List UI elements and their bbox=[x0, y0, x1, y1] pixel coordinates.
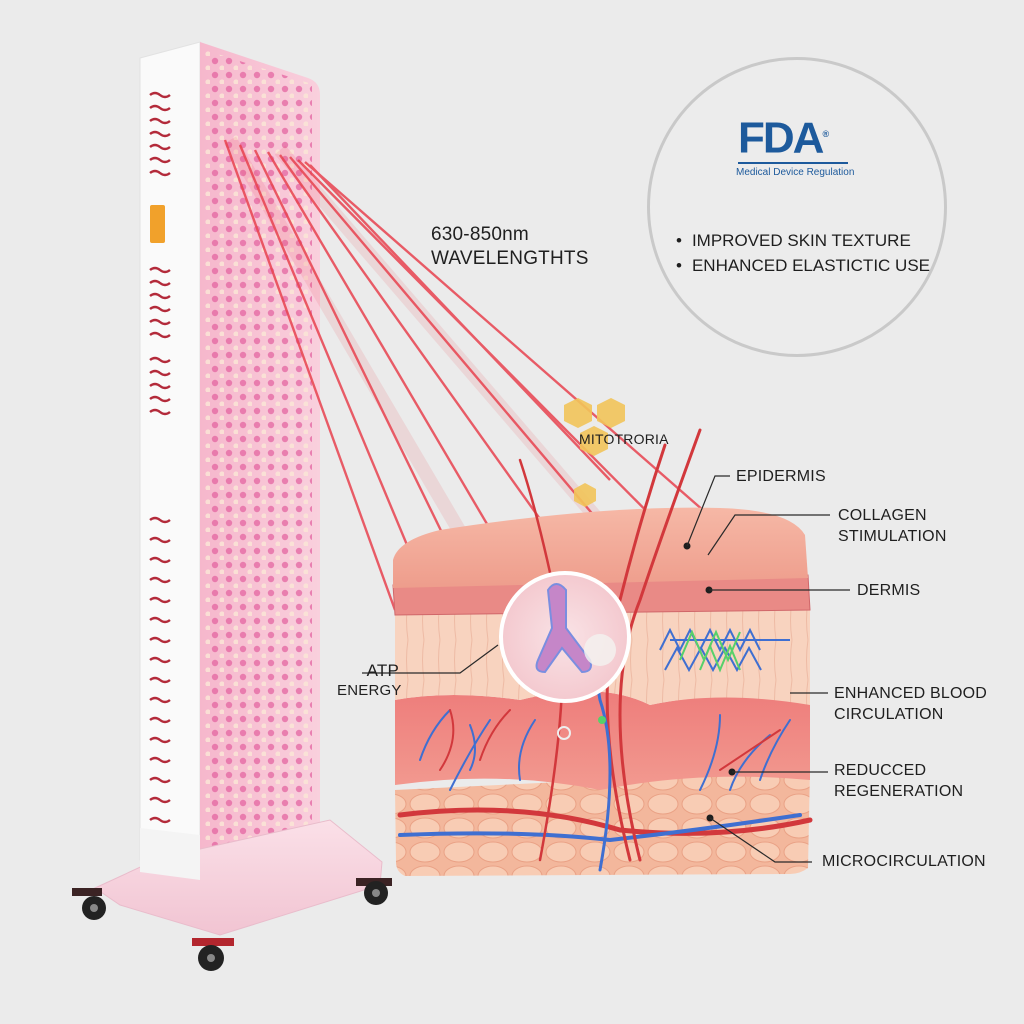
light-beams bbox=[223, 139, 761, 611]
label-text: ENHANCED BLOOD bbox=[834, 685, 988, 702]
label-text: CIRCULATION bbox=[834, 706, 944, 723]
label-dermis: DERMIS bbox=[857, 580, 920, 601]
mitochondria-label: MITOTRORIA bbox=[579, 431, 669, 447]
benefit-item: IMPROVED SKIN TEXTURE bbox=[676, 228, 930, 253]
label-text: EPIDERMIS bbox=[736, 468, 826, 485]
fda-subtitle: Medical Device Regulation bbox=[736, 167, 855, 178]
fda-benefit-list: IMPROVED SKIN TEXTURE ENHANCED ELASTICTI… bbox=[676, 228, 930, 278]
fda-badge bbox=[647, 57, 947, 357]
benefit-item: ENHANCED ELASTICTIC USE bbox=[676, 253, 930, 278]
wavelength-label: 630-850nm WAVELENGTHTS bbox=[431, 223, 589, 271]
label-text: REDUCCED bbox=[834, 762, 927, 779]
caster-wheel-icon bbox=[72, 888, 106, 920]
side-vent-icon bbox=[149, 91, 171, 824]
registered-mark-icon: ® bbox=[822, 129, 830, 139]
label-leader-lines bbox=[362, 475, 850, 863]
atp-label: ATP bbox=[353, 660, 399, 681]
label-text: REGENERATION bbox=[834, 783, 964, 800]
wavelength-caption: WAVELENGTHTS bbox=[431, 248, 589, 269]
fda-logo-text: FDA bbox=[738, 113, 824, 163]
label-regeneration: REDUCCED REGENERATION bbox=[834, 760, 963, 802]
atp-energy-label: ENERGY bbox=[337, 682, 402, 699]
label-text: COLLAGEN bbox=[838, 507, 927, 524]
caster-wheel-icon bbox=[356, 878, 392, 905]
label-microcirculation: MICROCIRCULATION bbox=[822, 851, 986, 872]
light-panel-device bbox=[72, 41, 392, 971]
control-display-icon bbox=[150, 205, 165, 243]
atp-label-title: ATP bbox=[366, 661, 399, 680]
fda-divider bbox=[738, 162, 848, 164]
label-text: STIMULATION bbox=[838, 528, 947, 545]
label-text: DERMIS bbox=[857, 582, 921, 599]
label-enhanced-blood-circulation: ENHANCED BLOOD CIRCULATION bbox=[834, 683, 987, 725]
label-epidermis: EPIDERMIS bbox=[736, 466, 826, 487]
label-collagen-stimulation: COLLAGEN STIMULATION bbox=[838, 505, 947, 547]
skin-cross-section bbox=[392, 428, 813, 876]
fda-logo: FDA® bbox=[738, 112, 829, 161]
label-text: MICROCIRCULATION bbox=[822, 853, 986, 870]
wavelength-range: 630-850nm bbox=[431, 224, 529, 245]
atp-molecule-magnifier bbox=[499, 571, 631, 703]
caster-wheel-icon bbox=[192, 938, 234, 971]
